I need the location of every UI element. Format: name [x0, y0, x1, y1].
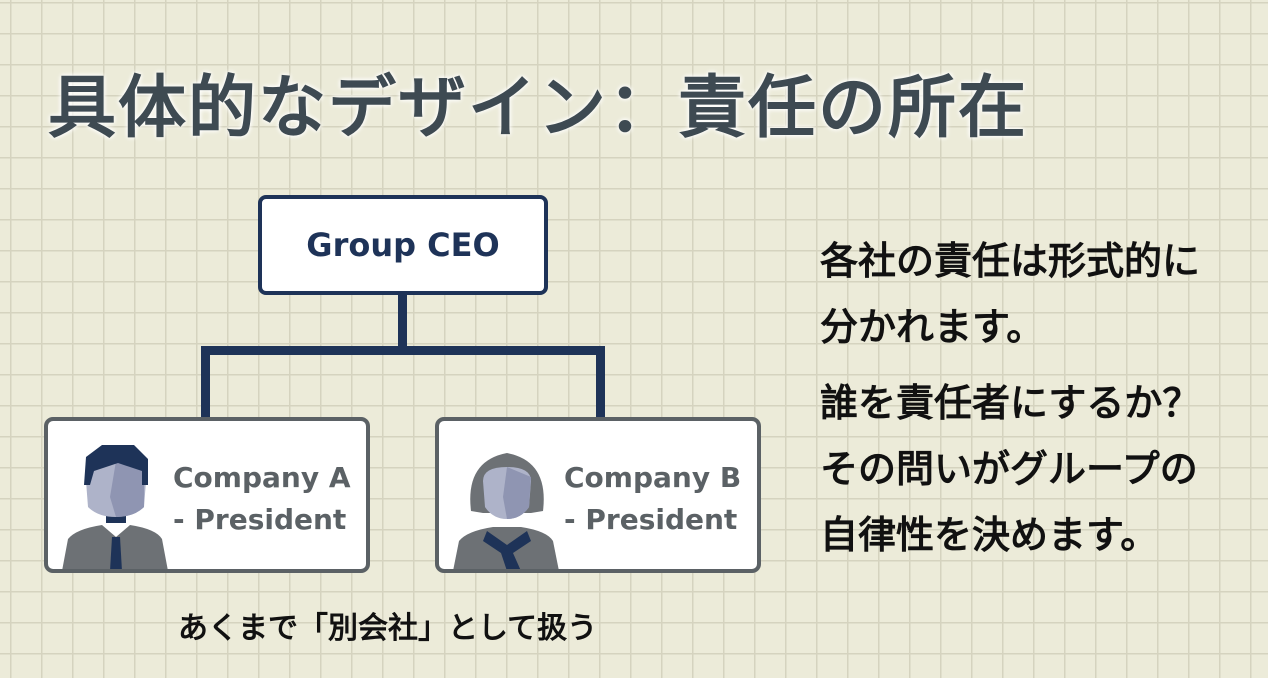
company-a-card: Company A - President — [44, 417, 370, 573]
side-text-block-1: 各社の責任は形式的に 分かれます。 — [820, 228, 1200, 360]
company-b-role: - President — [564, 503, 738, 536]
side-text-line: その問いがグループの — [820, 447, 1198, 491]
side-text-line: 誰を責任者にするか？ — [820, 381, 1201, 425]
female-avatar-icon — [453, 453, 559, 569]
connector-right — [596, 346, 605, 418]
side-text-line: 分かれます。 — [820, 305, 1045, 349]
side-text-block-2: 誰を責任者にするか？ その問いがグループの 自律性を決めます。 — [820, 370, 1200, 568]
company-b-card: Company B - President — [435, 417, 761, 573]
org-caption: あくまで「別会社」として扱う — [178, 611, 598, 646]
connector-horizontal — [201, 346, 605, 355]
company-b-name: Company B — [564, 461, 742, 494]
side-text-line: 各社の責任は形式的に — [820, 239, 1201, 283]
male-avatar-icon — [62, 445, 168, 569]
connector-left — [201, 346, 210, 418]
group-ceo-box: Group CEO — [258, 195, 548, 295]
side-text-line: 自律性を決めます。 — [820, 513, 1159, 557]
group-ceo-label: Group CEO — [306, 226, 500, 264]
company-a-name: Company A — [173, 461, 351, 494]
slide-title: 具体的なデザイン：責任の所在 — [48, 69, 1029, 148]
company-a-role: - President — [173, 503, 347, 536]
connector-vertical-top — [398, 291, 407, 353]
